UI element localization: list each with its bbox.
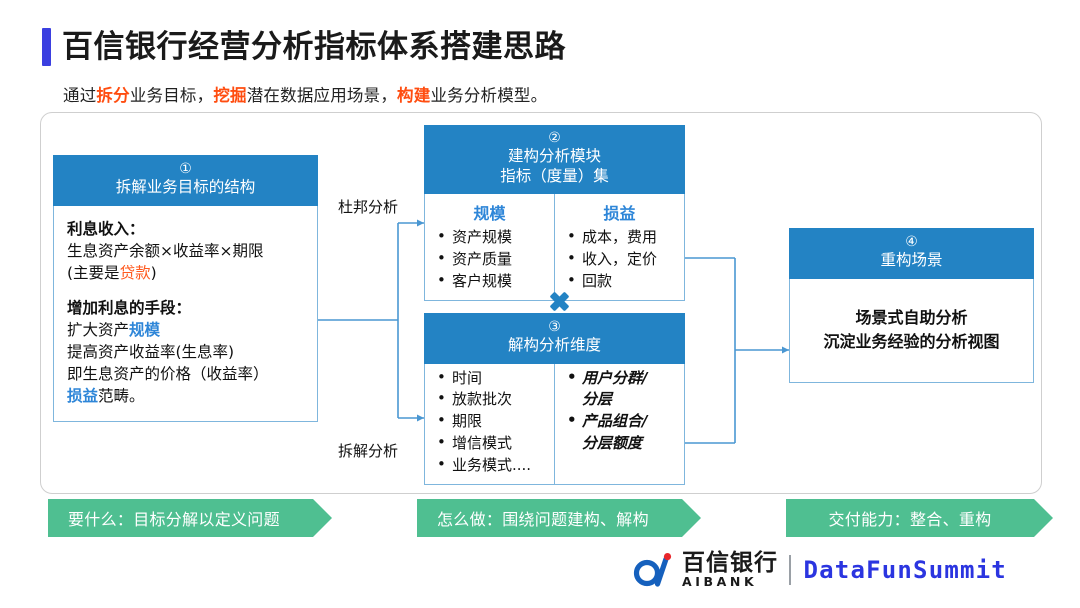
box2-col-scale-list: 资产规模 资产质量 客户规模 (425, 226, 554, 293)
box1-block1-title: 利息收入： (67, 219, 145, 238)
box4-body-line1: 场景式自助分析 (855, 308, 968, 328)
card-box4-body: 场景式自助分析 沉淀业务经验的分析视图 (789, 278, 1034, 383)
subtitle-highlight-2: 挖掘 (213, 86, 247, 105)
box1-block2-title: 增加利息的手段： (67, 298, 192, 317)
connector-label-dupont: 杜邦分析 (338, 198, 399, 216)
box3-col-dimensions-list: 时间 放款批次 期限 增信模式 业务模式.... (425, 367, 554, 477)
aibank-name-cn: 百信银行 (682, 550, 778, 576)
box1-block-methods: 增加利息的手段： 扩大资产规模 提高资产收益率(生息率) 即生息资产的价格（收益… (67, 297, 304, 407)
card-box4-header: ④ 重构场景 (789, 228, 1034, 279)
title-text: 百信银行经营分析指标体系搭建思路 (62, 28, 566, 65)
list-item: 收入，定价 (565, 248, 680, 271)
box3-col-dimensions: 时间 放款批次 期限 增信模式 业务模式.... (425, 363, 555, 485)
card-box2-heading-line1: 建构分析模块 (507, 146, 601, 165)
card-box1-body: 利息收入： 生息资产余额×收益率×期限 (主要是贷款) 增加利息的手段： 扩大资… (53, 205, 318, 422)
box2-col-pnl: 损益 成本，费用 收入，定价 回款 (555, 194, 684, 300)
list-item: 回款 (565, 270, 680, 293)
box1-block1-line2-pre: (主要是 (67, 263, 120, 282)
chevron-what[interactable]: 要什么：目标分解以定义问题 (48, 499, 332, 537)
card-box3-header: ③ 解构分析维度 (424, 313, 685, 364)
footer-logos: 百信银行 AIBANK DataFunSummit (633, 552, 1007, 589)
list-item: 时间 (435, 367, 550, 390)
card-box3-heading: 解构分析维度 (507, 335, 601, 354)
box1-block2-line2: 提高资产收益率(生息率) (67, 342, 235, 361)
card-box1[interactable]: ① 拆解业务目标的结构 利息收入： 生息资产余额×收益率×期限 (主要是贷款) … (53, 155, 318, 422)
card-box1-header: ① 拆解业务目标的结构 (53, 155, 318, 206)
card-box3-number: ③ (548, 319, 561, 335)
box1-highlight-pnl: 损益 (67, 386, 99, 405)
connector-label-split: 拆解分析 (338, 442, 399, 460)
list-item: 期限 (435, 410, 550, 433)
card-box1-heading: 拆解业务目标的结构 (115, 177, 256, 196)
list-item: 增信模式 (435, 432, 550, 455)
card-box2[interactable]: ② 建构分析模块 指标（度量）集 规模 资产规模 资产质量 客户规模 损益 成本… (424, 125, 685, 302)
list-item: 放款批次 (435, 388, 550, 411)
footer-divider (789, 555, 791, 586)
title-accent-bar (42, 28, 51, 66)
box1-block2-line4-post: 范畴。 (98, 386, 145, 405)
card-box3[interactable]: ③ 解构分析维度 时间 放款批次 期限 增信模式 业务模式.... 用户分群/ … (424, 313, 685, 486)
chevron-delivery[interactable]: 交付能力：整合、重构 (786, 499, 1053, 537)
card-box2-heading-line2: 指标（度量）集 (500, 166, 609, 185)
datafunsummit-logo: DataFunSummit (803, 556, 1007, 585)
box2-col-pnl-list: 成本，费用 收入，定价 回款 (555, 226, 684, 293)
list-item: 用户分群/ 分层 (565, 367, 680, 412)
box2-col-scale-title: 规模 (473, 204, 506, 224)
card-box2-body: 规模 资产规模 资产质量 客户规模 损益 成本，费用 收入，定价 回款 (424, 194, 685, 302)
card-box4[interactable]: ④ 重构场景 场景式自助分析 沉淀业务经验的分析视图 (789, 228, 1034, 383)
box4-body-line2: 沉淀业务经验的分析视图 (823, 332, 1000, 352)
list-item: 成本，费用 (565, 226, 680, 249)
box3-col-segments-list: 用户分群/ 分层 产品组合/ 分层额度 (555, 367, 684, 455)
list-item: 客户规模 (435, 270, 550, 293)
box1-block-interest: 利息收入： 生息资产余额×收益率×期限 (主要是贷款) (67, 218, 304, 284)
aibank-logo: 百信银行 AIBANK (633, 552, 778, 589)
box1-block2-line3: 即生息资产的价格（收益率） (67, 364, 269, 383)
list-item: 资产质量 (435, 248, 550, 271)
box1-highlight-loan: 贷款 (119, 263, 151, 282)
page-subtitle: 通过拆分业务目标，挖掘潜在数据应用场景，构建业务分析模型。 (63, 86, 548, 105)
box1-block1-line1: 生息资产余额×收益率×期限 (67, 241, 264, 260)
aibank-name-en: AIBANK (682, 574, 758, 589)
card-box3-body: 时间 放款批次 期限 增信模式 业务模式.... 用户分群/ 分层 产品组合/ … (424, 363, 685, 486)
card-box1-number: ① (179, 161, 192, 177)
multiply-icon (546, 288, 572, 314)
card-box2-number: ② (548, 130, 561, 146)
subtitle-highlight-1: 拆分 (96, 86, 130, 105)
list-item: 资产规模 (435, 226, 550, 249)
box1-highlight-scale: 规模 (129, 320, 161, 339)
alpha-mark-icon (633, 553, 675, 587)
box1-block2-line1-pre: 扩大资产 (67, 320, 130, 339)
chevron-how[interactable]: 怎么做：围绕问题建构、解构 (417, 499, 701, 537)
aibank-wordmark: 百信银行 AIBANK (682, 552, 778, 589)
subtitle-highlight-3: 构建 (397, 86, 431, 105)
list-item: 业务模式.... (435, 454, 550, 477)
card-box4-heading: 重构场景 (880, 250, 943, 269)
card-box4-number: ④ (905, 234, 918, 250)
box1-block1-line2-post: ) (150, 263, 157, 282)
box2-col-pnl-title: 损益 (603, 204, 636, 224)
page-title: 百信银行经营分析指标体系搭建思路 (42, 28, 566, 66)
card-box2-header: ② 建构分析模块 指标（度量）集 (424, 125, 685, 195)
box2-col-scale: 规模 资产规模 资产质量 客户规模 (425, 194, 555, 301)
box3-col-segments: 用户分群/ 分层 产品组合/ 分层额度 (555, 364, 684, 485)
list-item: 产品组合/ 分层额度 (565, 410, 680, 455)
